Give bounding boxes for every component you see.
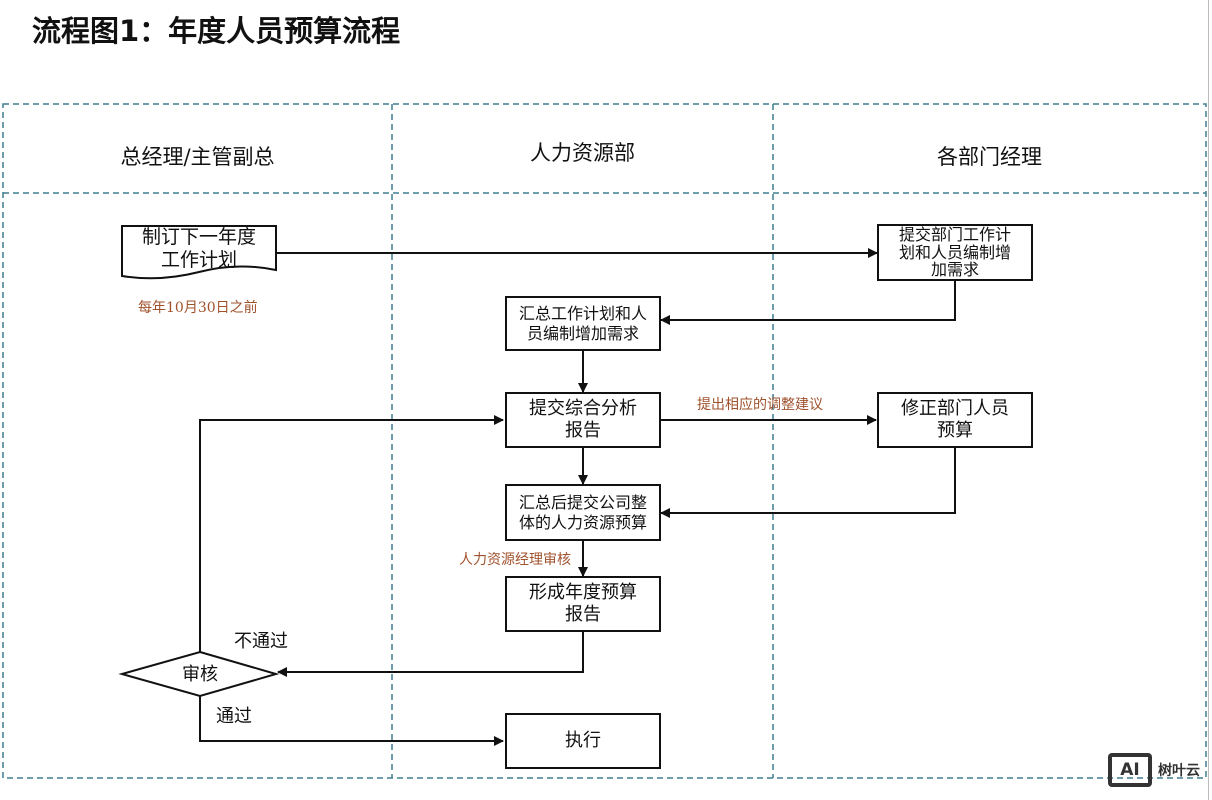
node-form-report: 形成年度预算 报告 [505, 576, 661, 632]
edge-label-approve: 通过 [216, 706, 252, 727]
node-draft-plan: 制订下一年度 工作计划 [141, 225, 256, 271]
annotation-hr-review: 人力资源经理审核 [459, 552, 571, 568]
page-edge-rule [1208, 0, 1209, 800]
swimlane-frame [2, 103, 1207, 779]
lane-header-dept: 各部门经理 [937, 145, 1042, 169]
edge-dept-to-summarize [660, 281, 956, 325]
document-shape [121, 225, 277, 280]
node-submit-dept-plan: 提交部门工作计 划和人员编制增 加需求 [877, 224, 1033, 281]
edge-revise-to-summary [660, 448, 956, 518]
node-execute: 执行 [505, 713, 661, 769]
node-submit-report: 提交综合分析 报告 [505, 392, 661, 448]
edge-reject-loop [199, 415, 504, 652]
watermark-badge: AI [1108, 753, 1152, 787]
lane-header-hr: 人力资源部 [530, 141, 635, 165]
watermark-text: 树叶云 [1158, 763, 1200, 779]
edge-form-to-review [277, 632, 584, 677]
node-summary-submit: 汇总后提交公司整 体的人力资源预算 [505, 484, 661, 541]
node-summarize-plan: 汇总工作计划和人 员编制增加需求 [505, 296, 661, 351]
annotation-deadline: 每年10月30日之前 [138, 300, 258, 316]
edge-label-reject: 不通过 [234, 631, 288, 652]
node-review: 审核 [182, 664, 218, 685]
node-revise-budget: 修正部门人员 预算 [877, 392, 1033, 448]
edge-approve-to-execute [199, 696, 504, 746]
page-title: 流程图1：年度人员预算流程 [32, 14, 401, 48]
annotation-adjust: 提出相应的调整建议 [697, 397, 823, 413]
lane-header-gm: 总经理/主管副总 [120, 145, 275, 169]
watermark-logo: AI 树叶云 [1108, 750, 1200, 790]
connectors [199, 248, 956, 746]
